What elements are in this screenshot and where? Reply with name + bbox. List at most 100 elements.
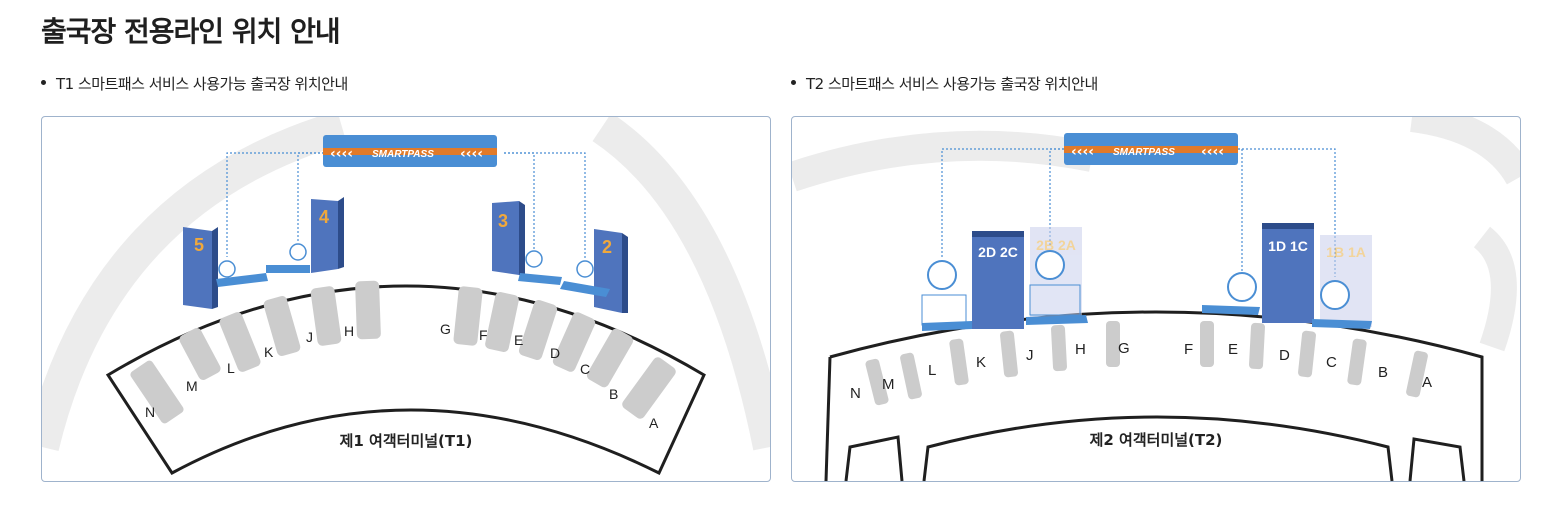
gate-label: H xyxy=(1075,341,1086,358)
departure-label: 2B 2A xyxy=(1036,237,1076,253)
lane-sign xyxy=(1312,319,1372,329)
background-arc xyxy=(592,117,770,451)
gate-label: M xyxy=(882,376,895,393)
connector-lines xyxy=(226,152,586,259)
terminal-building xyxy=(829,310,1484,481)
background-arc xyxy=(42,117,347,451)
terminal-wing xyxy=(844,435,904,481)
gate-label: C xyxy=(1326,354,1337,371)
lane-sign xyxy=(560,281,610,297)
gate-pad-c xyxy=(586,328,634,388)
gate-label: D xyxy=(1279,347,1290,364)
gate-label: F xyxy=(1184,341,1193,358)
banner-arrows-left: ‹‹‹‹ xyxy=(1071,144,1094,160)
terminal-inner xyxy=(922,415,1394,481)
gate-pad-k xyxy=(263,296,301,356)
footprint-icon xyxy=(525,250,543,268)
smartpass-banner: ‹‹‹‹ SMARTPASS ‹‹‹‹ xyxy=(323,135,497,167)
gate-pad-m xyxy=(179,328,221,380)
gate-pad-f xyxy=(1200,321,1214,367)
gate-label: M xyxy=(186,378,198,394)
departure-2: 2 xyxy=(594,229,628,313)
t2-caption-text: T2 스마트패스 서비스 사용가능 출국장 위치안내 xyxy=(806,75,1098,93)
smartpass-lanes xyxy=(921,250,1372,331)
t1-caption-text: T1 스마트패스 서비스 사용가능 출국장 위치안내 xyxy=(56,75,348,93)
terminal-building-edge xyxy=(824,356,832,481)
gate-pad-k xyxy=(949,338,969,386)
lane-sign xyxy=(518,273,562,285)
background-arc xyxy=(792,130,1095,192)
departure-4: 4 xyxy=(311,197,344,273)
gate-label: B xyxy=(1378,364,1388,381)
gate-label: G xyxy=(1118,340,1130,357)
banner-text: SMARTPASS xyxy=(372,149,434,160)
gate-pad-l xyxy=(900,352,922,400)
gate-label: L xyxy=(227,360,235,376)
departure-label: 2 xyxy=(602,237,612,257)
departure-label: 3 xyxy=(498,211,508,231)
departure-label: 1D 1C xyxy=(1268,238,1308,254)
banner-text: SMARTPASS xyxy=(1113,147,1175,158)
gate-label: G xyxy=(440,321,451,337)
departure-1d-1c: 1D 1C xyxy=(1262,223,1314,323)
gate-pad-e xyxy=(518,300,558,360)
gate-pad-j xyxy=(310,286,342,346)
departure-3: 3 xyxy=(492,201,525,277)
gate-label: J xyxy=(1026,347,1034,364)
gate-pad-b xyxy=(1406,350,1428,398)
footprint-icon xyxy=(576,260,594,278)
t2-map: N M L K J H G F E D C B A ‹‹‹‹ SMARTPASS… xyxy=(791,116,1521,482)
gate-label: C xyxy=(580,361,590,377)
departure-label: 2D 2C xyxy=(978,244,1018,260)
gate-label: K xyxy=(976,354,986,371)
gate-label: F xyxy=(479,327,488,343)
bullet-icon xyxy=(41,80,46,85)
departure-1b-1a: 1B 1A xyxy=(1320,235,1372,327)
footprint-icon xyxy=(1320,280,1350,310)
lane-sign xyxy=(1202,305,1260,315)
gate-pad-g xyxy=(453,286,483,346)
smartpass-lanes xyxy=(216,243,610,297)
gate-pad-c xyxy=(1347,338,1367,386)
banner-arrows-left: ‹‹‹‹ xyxy=(330,146,353,162)
smartpass-banner: ‹‹‹‹ SMARTPASS ‹‹‹‹ xyxy=(1064,133,1238,165)
gate-pad-h xyxy=(355,280,381,340)
terminal-wing xyxy=(1408,437,1466,481)
footprint-icon xyxy=(1227,272,1257,302)
gate-pads xyxy=(130,280,676,424)
gate-pad-d xyxy=(1298,330,1316,378)
gate-pads xyxy=(865,321,1428,406)
footprint-icon xyxy=(289,243,307,261)
gate-pad-n xyxy=(130,360,184,424)
departure-2d-2c: 2D 2C xyxy=(972,231,1024,329)
lane-sign xyxy=(1026,315,1088,325)
departure-5: 5 xyxy=(183,227,218,309)
gate-pad-m xyxy=(865,358,889,406)
t1-map: N M L K J H G F E D C B A ‹‹‹‹ SMARTPASS… xyxy=(41,116,771,482)
gate-label: A xyxy=(649,415,659,431)
gate-label: D xyxy=(550,345,560,361)
gate-label: A xyxy=(1422,374,1432,391)
gate-label: N xyxy=(850,385,861,402)
gate-label: L xyxy=(928,362,936,379)
terminal-label: 제1 여객터미널(T1) xyxy=(340,432,473,450)
connector-lines xyxy=(941,148,1336,277)
gate-pad-b xyxy=(622,357,676,419)
footprint-icon xyxy=(218,260,236,278)
gate-label: N xyxy=(145,404,155,420)
page-title: 출국장 전용라인 위치 안내 xyxy=(41,15,341,48)
footprint-icon xyxy=(1035,250,1065,280)
departure-label: 5 xyxy=(194,235,204,255)
lane-sign xyxy=(216,273,268,287)
gate-pad-e xyxy=(1249,322,1265,370)
background-arc xyxy=(1473,226,1517,352)
departure-label: 1B 1A xyxy=(1326,244,1366,260)
terminal-building xyxy=(105,284,706,476)
lane-gates xyxy=(921,294,967,326)
terminal-label: 제2 여객터미널(T2) xyxy=(1090,431,1223,449)
gate-label: J xyxy=(306,329,313,345)
gate-label: H xyxy=(344,323,354,339)
gate-label: E xyxy=(1228,341,1238,358)
footprint-icon xyxy=(927,260,957,290)
lane-sign xyxy=(266,265,310,273)
